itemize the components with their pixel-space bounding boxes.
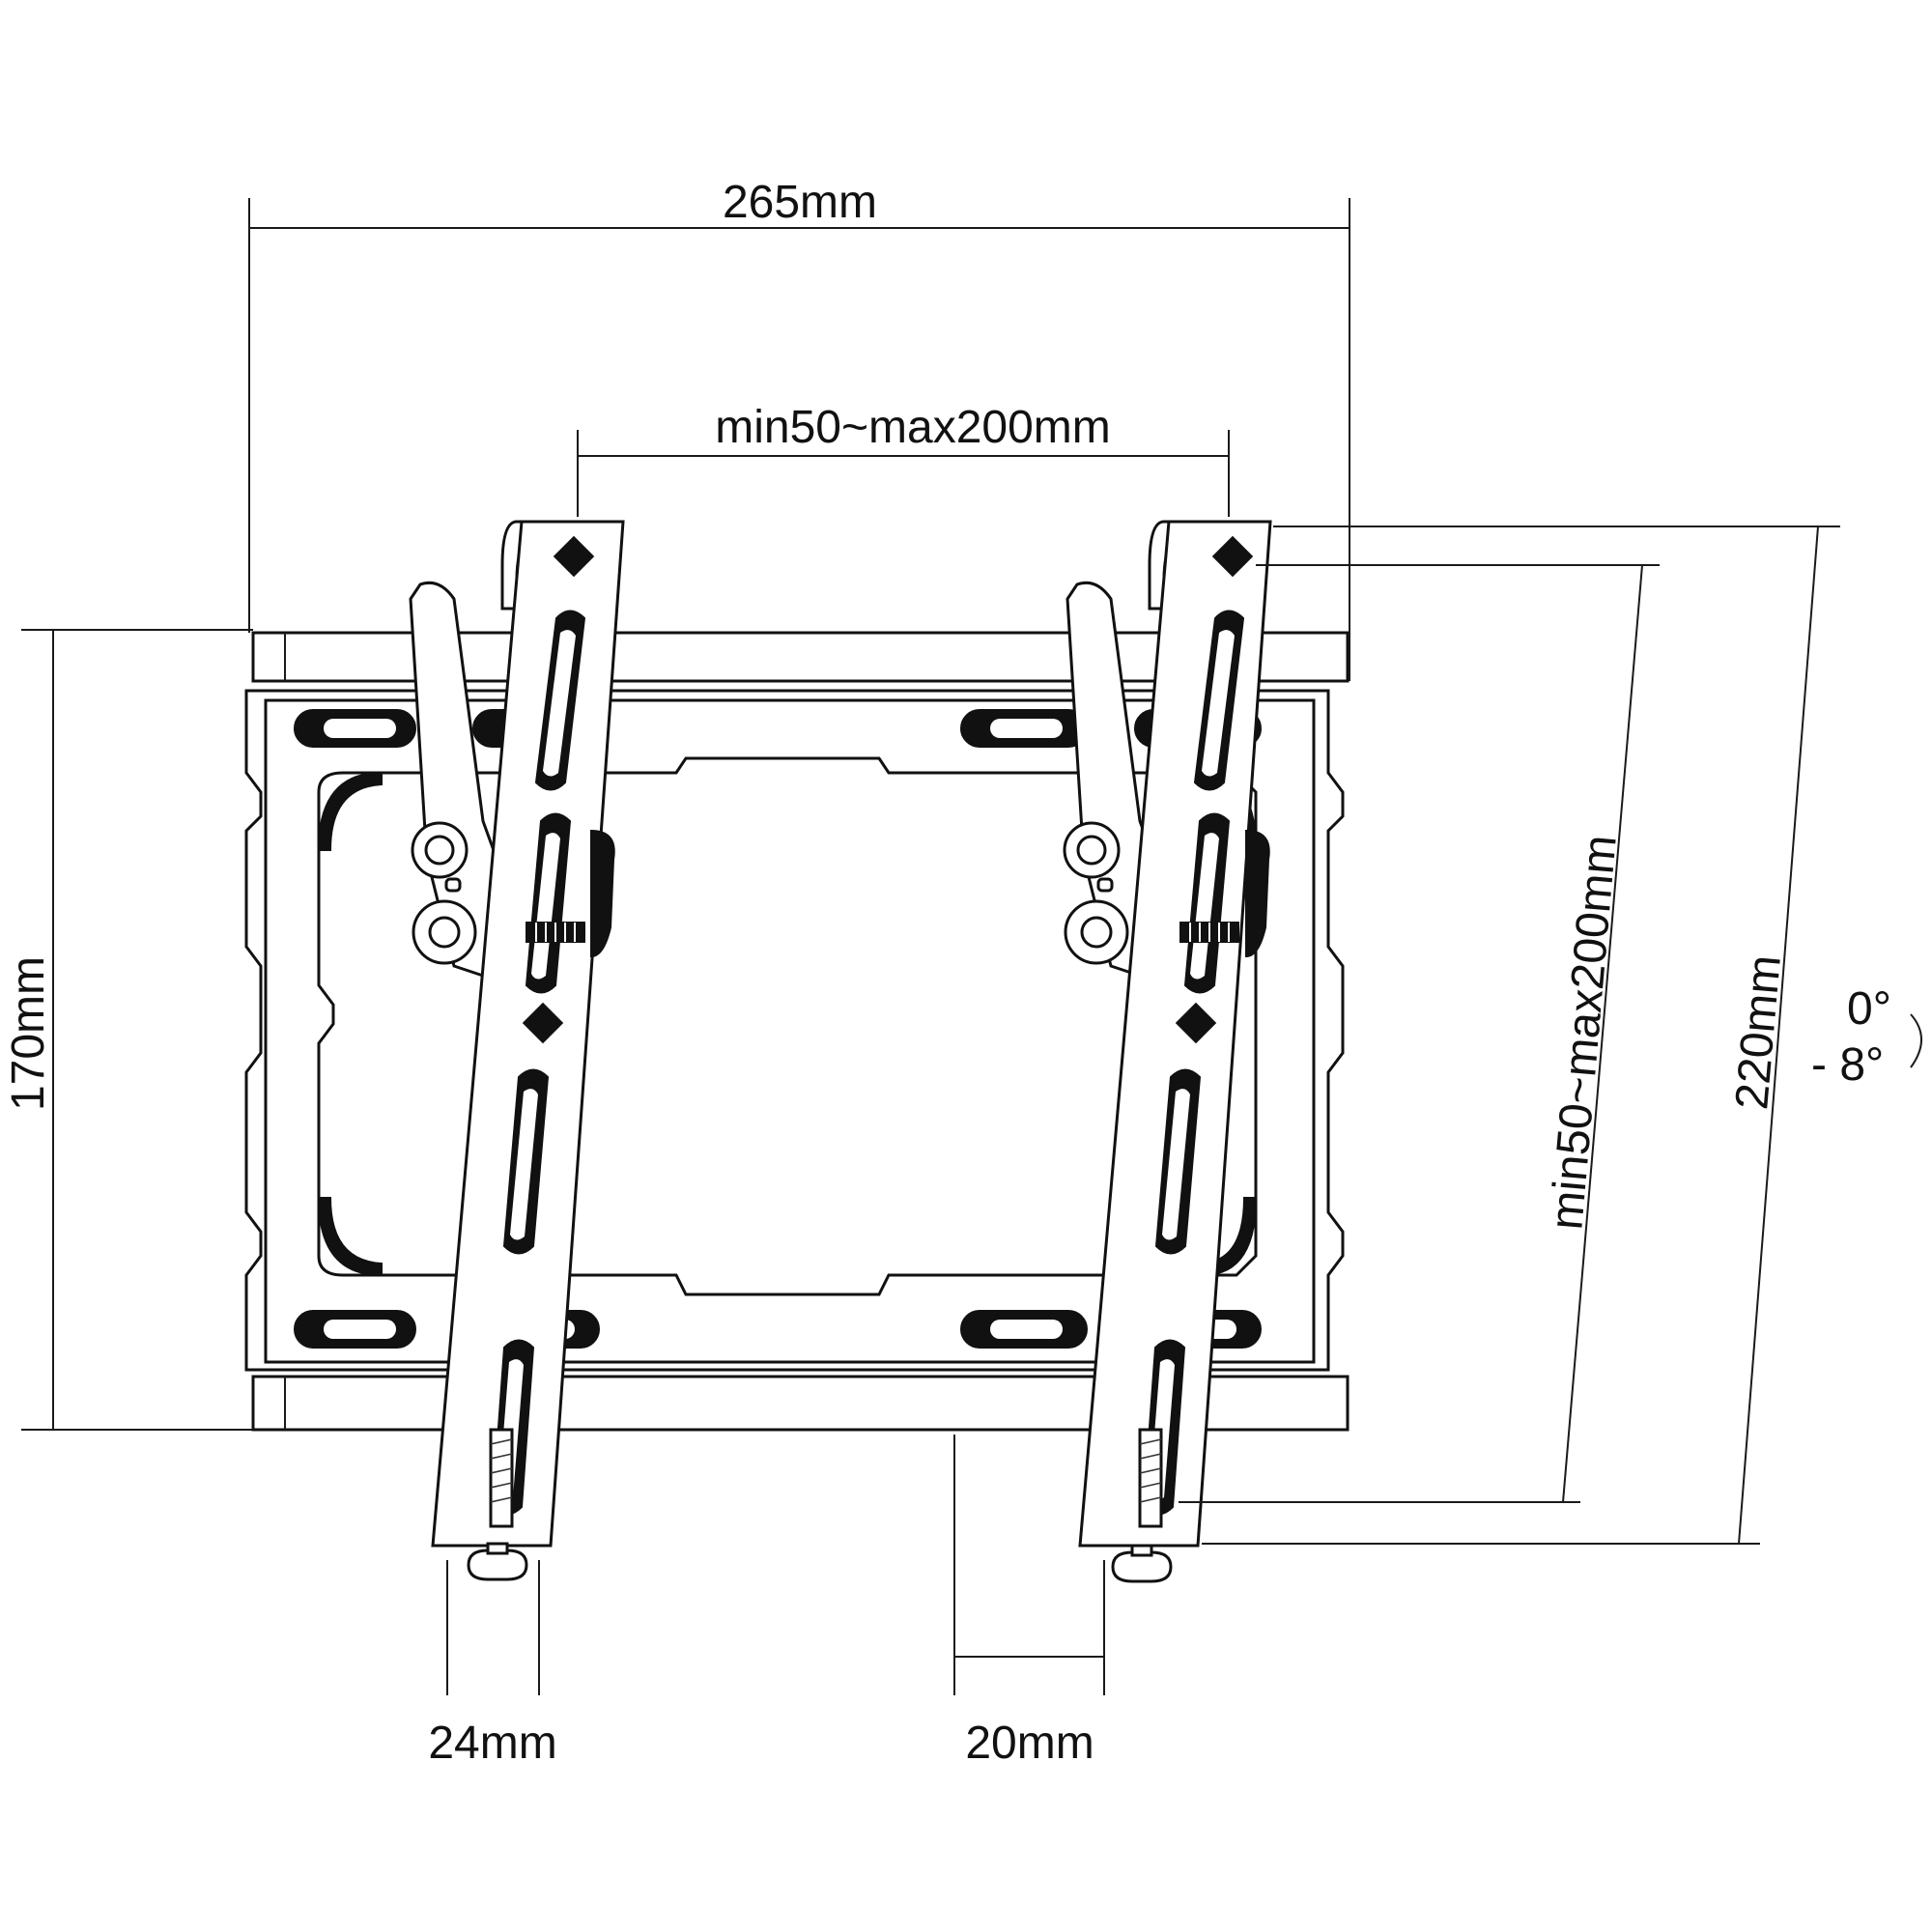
overall-width-label: 265mm (723, 177, 877, 228)
dimension-lines (21, 198, 1922, 1695)
left-tilt-arm (409, 520, 625, 1581)
right-tilt-arm (1063, 520, 1272, 1583)
tilt-max-label: 0° (1847, 983, 1891, 1035)
plate-height-label: 170mm (3, 956, 54, 1111)
vertical-hole-spacing-label: min50~max200mm (1541, 833, 1626, 1232)
arm-depth-label: 24mm (428, 1718, 556, 1769)
overall-height-label: 220mm (1726, 953, 1791, 1112)
tilt-min-label: - 8° (1811, 1039, 1884, 1091)
horizontal-hole-spacing-label: min50~max200mm (715, 402, 1111, 453)
wall-gap-label: 20mm (965, 1718, 1094, 1769)
